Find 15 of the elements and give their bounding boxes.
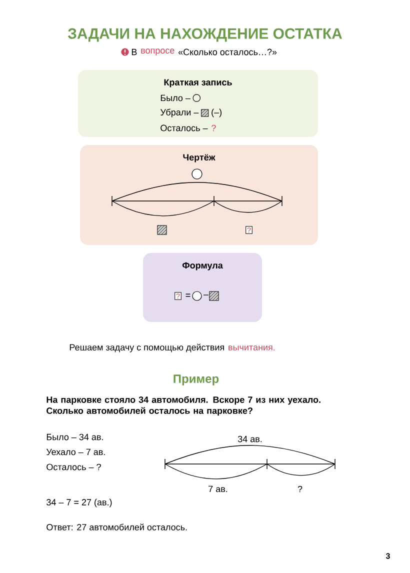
- segment-label: 34 ав.: [238, 436, 262, 442]
- text-line: Осталось – ?: [46, 464, 101, 470]
- sentence: Решаем задачу с помощью действия вычитания.: [70, 344, 275, 352]
- text-line: Ответ: 27 автомобилей осталось.: [46, 524, 187, 530]
- heading: Пример: [174, 374, 219, 386]
- title: ЗАДАЧИ НА НАХОЖДЕНИЕ ОСТАТКА: [68, 28, 342, 42]
- rounded-panel: Краткая запись Было – Убрали – (–) Осталось – ?: [78, 70, 318, 137]
- segment-label: ?: [298, 486, 302, 492]
- subtitle: В вопросе «Сколько осталось…?»: [132, 48, 277, 56]
- text-line: 34 – 7 = 27 (ав.): [46, 498, 112, 508]
- text-line: Уехало – 7 ав.: [46, 448, 105, 456]
- page-number: 3: [386, 553, 390, 559]
- text-line: Было – 34 ав.: [46, 434, 103, 440]
- segment-label: 7 ав.: [208, 486, 228, 492]
- problem-text: На парковке стояло 34 автомобиля. Вскоре 7 из них уехало. Сколько автомобилей осталось на парковке?: [46, 396, 320, 416]
